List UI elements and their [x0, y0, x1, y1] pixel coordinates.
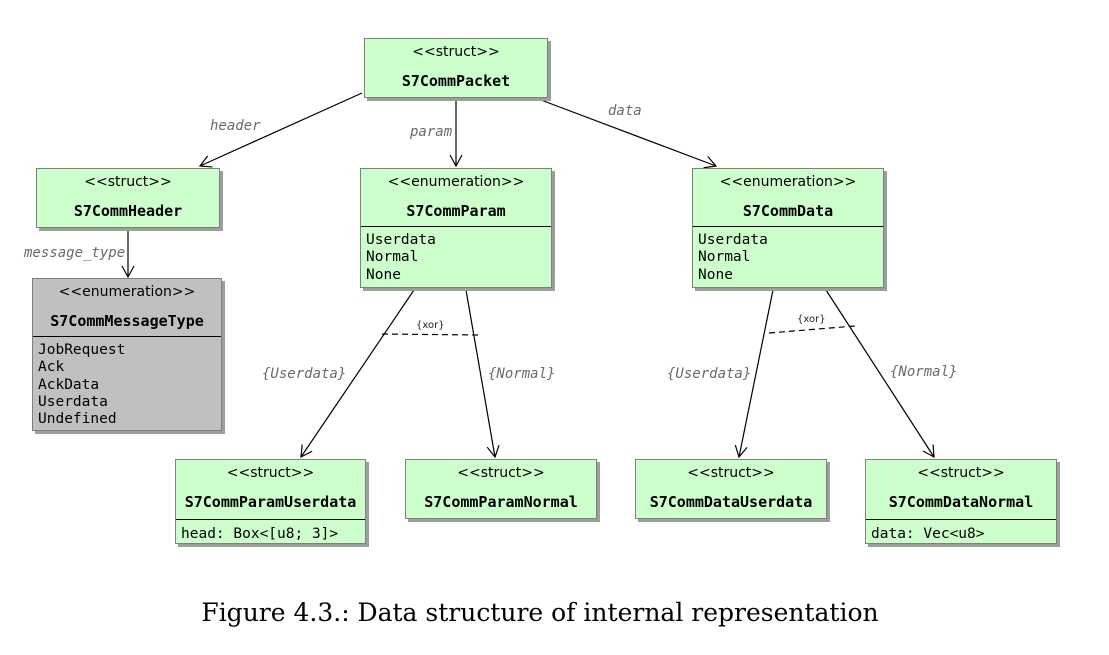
stereotype-label: <<struct>>: [412, 44, 500, 60]
class-name: S7CommHeader: [73, 202, 183, 220]
class-s7commpacket[interactable]: <<struct>> S7CommPacket: [364, 38, 548, 98]
class-s7commdatanormal[interactable]: <<struct>> S7CommDataNormal data: Vec<u8…: [865, 459, 1057, 544]
xor-line-param: [381, 333, 479, 336]
stereotype-label: <<struct>>: [917, 465, 1005, 481]
enum-values: Userdata Normal None: [361, 226, 551, 284]
class-field: data: Vec<u8>: [871, 526, 985, 542]
class-name: S7CommParamNormal: [424, 493, 578, 511]
enum-value: AckData: [38, 376, 100, 393]
stereotype-label: <<enumeration>>: [387, 174, 525, 190]
enum-value: None: [698, 266, 733, 283]
class-name: S7CommPacket: [401, 72, 511, 90]
edge-header: [198, 92, 363, 168]
edge-label-data: data: [608, 103, 642, 119]
edge-label-message-type: message_type: [24, 245, 126, 261]
edge-data: [540, 99, 718, 169]
xor-constraint-data: {xor}: [797, 314, 826, 325]
enum-value: Normal: [366, 249, 419, 266]
edge-param-normal: [465, 289, 500, 459]
class-fields: data: Vec<u8>: [866, 519, 1056, 543]
edge-label-header: header: [210, 118, 261, 134]
stereotype-label: <<enumeration>>: [719, 174, 857, 190]
class-s7commparamnormal[interactable]: <<struct>> S7CommParamNormal: [405, 459, 597, 519]
enum-value: Normal: [698, 249, 751, 266]
enum-value: Undefined: [38, 411, 117, 428]
stereotype-label: <<struct>>: [687, 465, 775, 481]
stereotype-label: <<struct>>: [226, 465, 315, 481]
enum-values: JobRequest Ack AckData Userdata Undefine…: [33, 336, 221, 428]
edge-label-data-normal: {Normal}: [890, 364, 958, 380]
class-name: S7CommDataNormal: [888, 493, 1034, 511]
class-name: S7CommDataUserdata: [649, 493, 813, 511]
class-field: head: Box<[u8; 3]>: [181, 526, 339, 542]
stereotype-label: <<enumeration>>: [58, 284, 196, 300]
class-fields: head: Box<[u8; 3]>: [176, 519, 365, 543]
enum-s7commparam[interactable]: <<enumeration>> S7CommParam Userdata Nor…: [360, 168, 552, 288]
enum-s7commdata[interactable]: <<enumeration>> S7CommData Userdata Norm…: [692, 168, 884, 288]
class-s7commparamuserdata[interactable]: <<struct>> S7CommParamUserdata head: Box…: [175, 459, 366, 544]
class-s7commheader[interactable]: <<struct>> S7CommHeader: [36, 168, 220, 228]
edge-data-userdata: [734, 289, 774, 459]
xor-line-data: [768, 325, 856, 334]
enum-value: Userdata: [366, 232, 436, 248]
class-name: S7CommParamUserdata: [184, 493, 357, 511]
enum-value: Userdata: [38, 393, 108, 410]
edge-param-userdata: [300, 289, 415, 459]
class-name: S7CommData: [742, 202, 834, 220]
class-s7commdatauserdata[interactable]: <<struct>> S7CommDataUserdata: [635, 459, 827, 519]
enum-value: None: [366, 266, 401, 283]
enum-values: Userdata Normal None: [693, 226, 883, 284]
edge-label-param-normal: {Normal}: [488, 366, 556, 382]
enum-value: Ack: [38, 359, 65, 376]
stereotype-label: <<struct>>: [84, 174, 172, 190]
edge-label-data-userdata: {Userdata}: [667, 366, 752, 382]
enum-value: JobRequest: [38, 342, 126, 358]
enum-value: Userdata: [698, 232, 768, 248]
class-name: S7CommParam: [406, 202, 506, 220]
figure-caption: Figure 4.3.: Data structure of internal …: [201, 598, 879, 627]
edge-label-param: param: [410, 124, 453, 140]
edge-data-normal: [825, 289, 935, 459]
stereotype-label: <<struct>>: [457, 465, 545, 481]
enum-s7commmessagetype[interactable]: <<enumeration>> S7CommMessageType JobReq…: [32, 278, 222, 431]
class-name: S7CommMessageType: [50, 312, 204, 330]
edge-label-param-userdata: {Userdata}: [262, 366, 347, 382]
xor-constraint-param: {xor}: [416, 320, 445, 331]
